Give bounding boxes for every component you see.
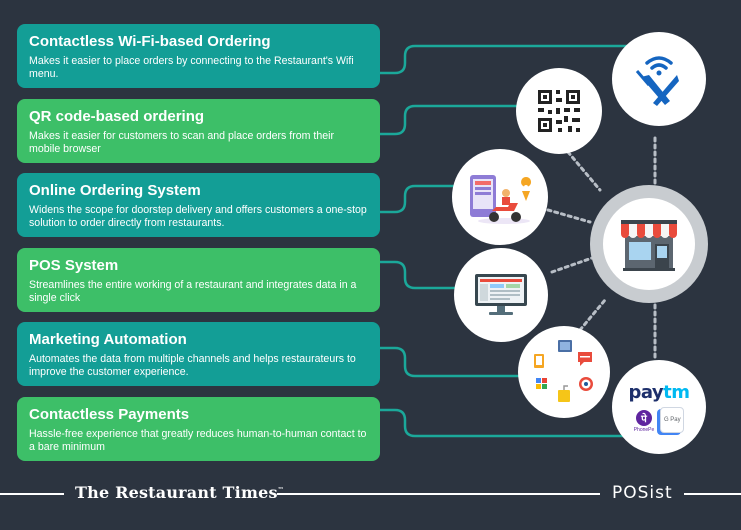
- footer-divider-right: [684, 493, 741, 495]
- footer-divider-middle: [277, 493, 600, 495]
- card-description: Streamlines the entire working of a rest…: [29, 279, 357, 304]
- card-title: Contactless Payments: [29, 406, 190, 423]
- card-title: QR code-based ordering: [29, 108, 205, 125]
- card-title: Online Ordering System: [29, 182, 201, 199]
- restaurant-hub-circle: [590, 185, 708, 303]
- card-description: Makes it easier to place orders by conne…: [29, 55, 354, 80]
- phonepe-label: PhonePe: [633, 426, 655, 433]
- pos-monitor-icon: [475, 274, 527, 315]
- card-wifi-ordering: Contactless Wi-Fi-based Ordering Makes i…: [17, 24, 380, 88]
- wifi-cutlery-circle: [612, 32, 706, 126]
- gpay-logo: G Pay: [660, 406, 685, 433]
- paytm-tm-text: tm: [663, 381, 690, 403]
- card-pos-system: POS System Streamlines the entire workin…: [17, 248, 380, 312]
- card-description: Widens the scope for doorstep delivery a…: [29, 204, 367, 229]
- card-contactless-payments: Contactless Payments Hassle-free experie…: [17, 397, 380, 461]
- marketing-circle: [518, 326, 610, 418]
- payments-circle: paytm पे PhonePe G Pay: [612, 360, 706, 454]
- card-online-ordering: Online Ordering System Widens the scope …: [17, 173, 380, 237]
- qr-code-icon: [538, 90, 580, 132]
- footer-brand-mark: ™: [277, 486, 284, 494]
- paytm-pay-text: pay: [628, 381, 664, 403]
- phonepe-logo: पे PhonePe: [633, 409, 655, 433]
- card-description: Makes it easier for customers to scan an…: [29, 130, 334, 155]
- card-title: POS System: [29, 257, 119, 274]
- payment-logos-row: पे PhonePe G Pay: [633, 406, 685, 433]
- footer-divider-left: [0, 493, 64, 495]
- footer: The Restaurant Times™ POSist: [0, 481, 741, 507]
- payment-apps-icon: paytm पे PhonePe G Pay: [628, 381, 690, 433]
- card-qr-ordering: QR code-based ordering Makes it easier f…: [17, 99, 380, 163]
- pos-circle: [454, 248, 548, 342]
- marketing-channels-icon: [534, 340, 593, 402]
- online-ordering-circle: [452, 149, 548, 245]
- wifi-cutlery-icon: [635, 56, 679, 106]
- restaurant-storefront-icon: [621, 220, 677, 271]
- phonepe-icon: पे: [635, 409, 652, 426]
- restaurant-hub-inner: [603, 198, 695, 290]
- footer-brand: The Restaurant Times™: [75, 483, 284, 502]
- card-description: Automates the data from multiple channel…: [29, 353, 356, 378]
- footer-brand-text: The Restaurant Times: [75, 483, 278, 502]
- card-title: Contactless Wi-Fi-based Ordering: [29, 33, 271, 50]
- qr-code-circle: [516, 68, 602, 154]
- card-marketing-automation: Marketing Automation Automates the data …: [17, 322, 380, 386]
- card-description: Hassle-free experience that greatly redu…: [29, 428, 367, 453]
- delivery-scooter-icon: [470, 175, 532, 224]
- card-title: Marketing Automation: [29, 331, 187, 348]
- footer-partner: POSist: [612, 483, 673, 503]
- paytm-logo: paytm: [628, 381, 690, 403]
